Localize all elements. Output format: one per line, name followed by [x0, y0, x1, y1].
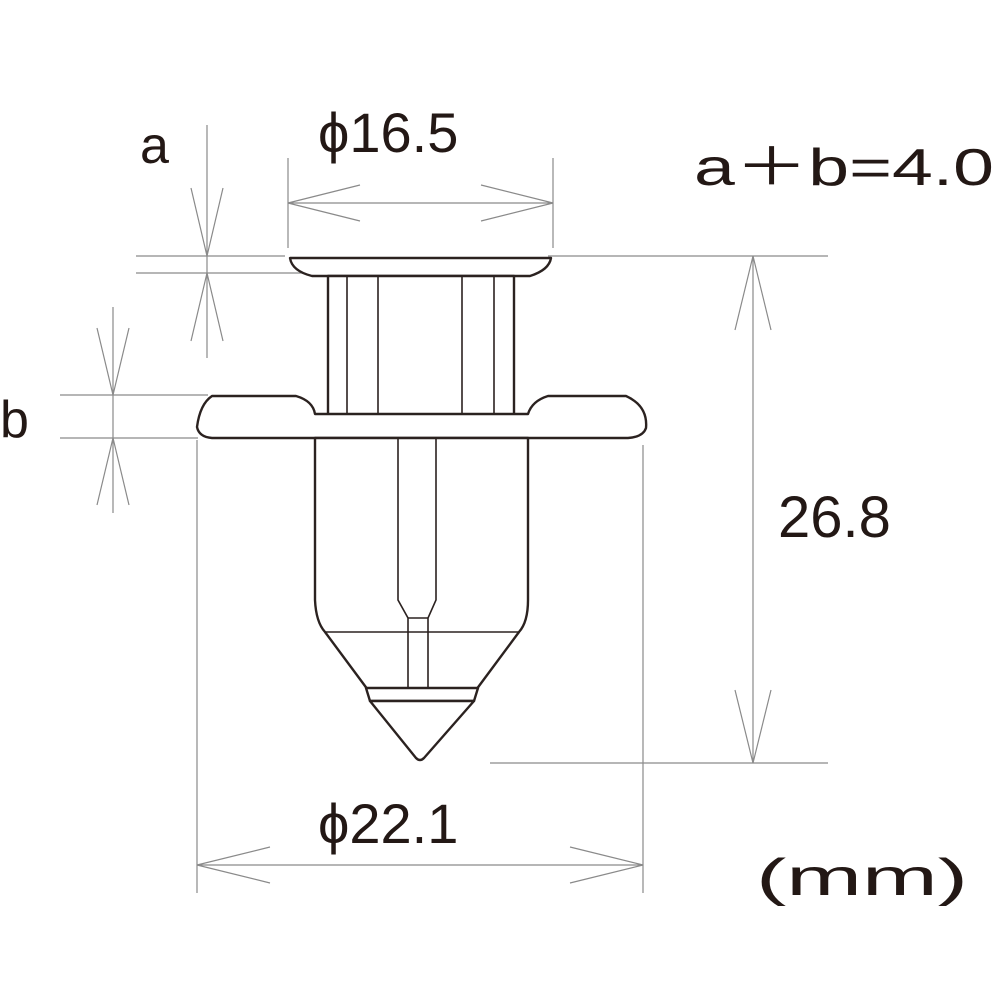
head-diameter-label: ϕ16.5 — [318, 101, 458, 164]
pointed-tip — [368, 699, 476, 762]
flange — [195, 394, 648, 440]
lower-body — [313, 436, 530, 692]
dimension-lines — [60, 125, 828, 893]
shank — [326, 274, 516, 418]
formula-text: a＋b=4.0 — [694, 139, 994, 197]
label-a: a — [140, 117, 169, 175]
head-cap — [288, 256, 553, 278]
clip-outline — [195, 256, 648, 762]
unit-label: (mm) — [756, 849, 968, 907]
height-label: 26.8 — [778, 485, 891, 550]
tip-collar — [364, 686, 480, 703]
label-b: b — [0, 391, 29, 449]
flange-diameter-label: ϕ22.1 — [318, 792, 458, 855]
